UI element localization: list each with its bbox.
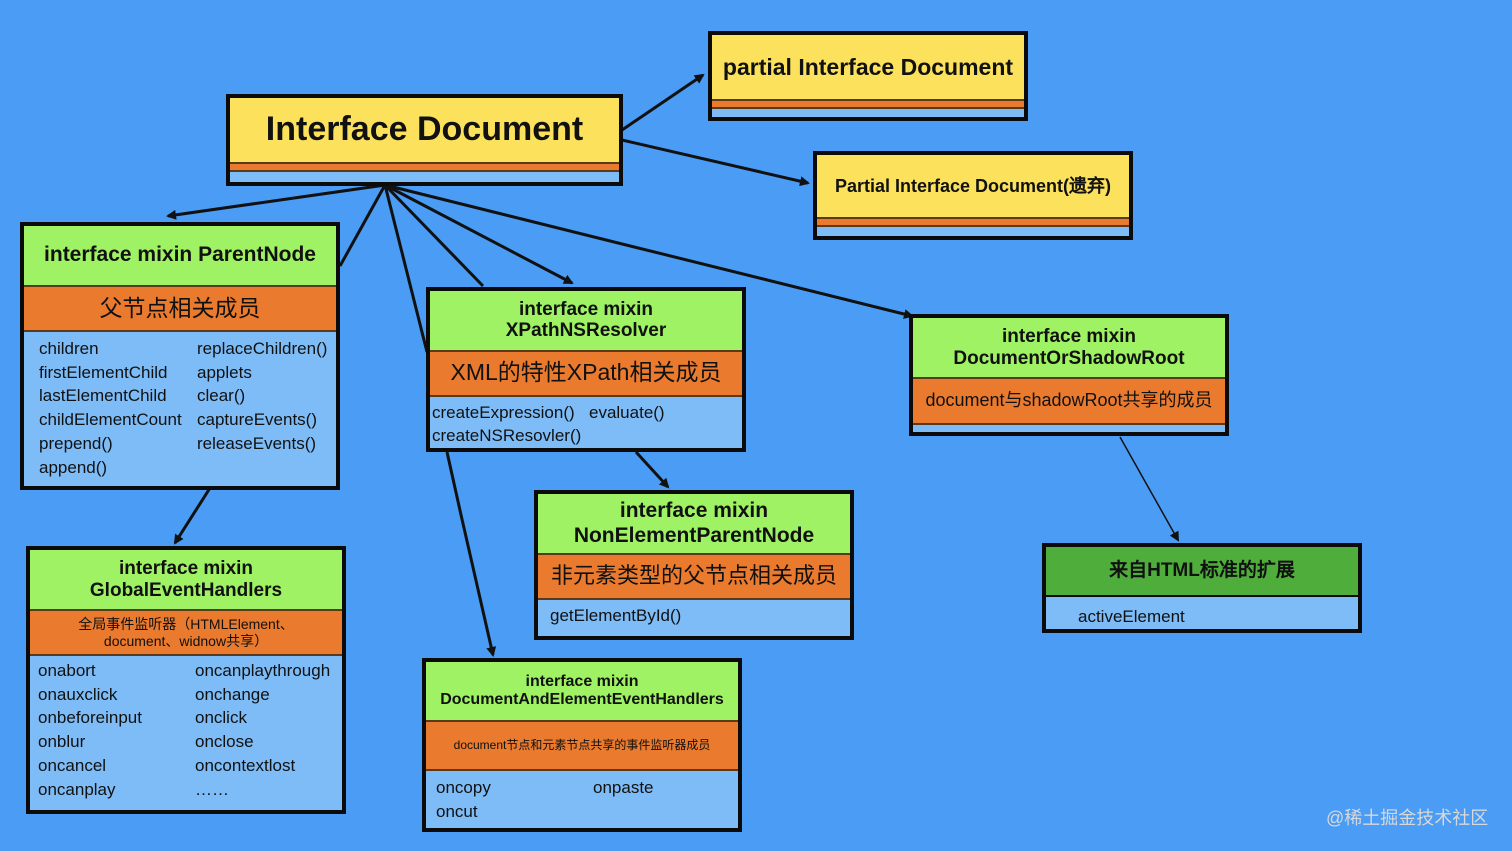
- xpath-resolver-title-line2: XPathNSResolver: [505, 320, 667, 342]
- interface-document-stripe: [230, 162, 619, 172]
- xpath-resolver-title-line1: interface mixin: [518, 298, 654, 320]
- member-item: applets: [197, 362, 252, 382]
- document-or-shadow-root-title: interface mixin DocumentOrShadowRoot: [913, 318, 1225, 377]
- non-element-parent-node-title-line1: interface mixin: [619, 499, 769, 523]
- member-item: oncut: [436, 801, 478, 821]
- document-and-element-event-handlers-members: oncopy onpaste oncut: [426, 771, 738, 823]
- member-item: activeElement: [1078, 607, 1185, 626]
- member-item: oncontextlost: [195, 755, 296, 775]
- member-item: ……: [195, 779, 229, 799]
- member-item: oncanplay: [38, 779, 116, 799]
- member-item: onpaste: [593, 778, 654, 797]
- xpath-resolver-title: interface mixin XPathNSResolver: [430, 291, 742, 350]
- member-item: onclick: [195, 708, 247, 728]
- member-item: getElementById(): [550, 606, 682, 625]
- member-item: evaluate(): [589, 402, 665, 422]
- html-extension-box: 来自HTML标准的扩展 activeElement: [1042, 543, 1362, 633]
- member-item: oncanplaythrough: [195, 661, 331, 680]
- member-item: oncancel: [38, 755, 107, 775]
- document-and-element-event-handlers-box: interface mixin DocumentAndElementEventH…: [422, 658, 742, 832]
- global-event-handlers-title-line2: GlobalEventHandlers: [89, 579, 283, 601]
- partial-document-title: partial Interface Document: [712, 35, 1024, 99]
- parent-node-title: interface mixin ParentNode: [24, 226, 336, 285]
- document-or-shadow-root-title-line2: DocumentOrShadowRoot: [953, 347, 1185, 369]
- member-item: prepend(): [39, 433, 113, 453]
- member-item: lastElementChild: [39, 386, 167, 406]
- parent-node-subtitle: 父节点相关成员: [24, 285, 336, 332]
- global-event-handlers-subtitle-line2: document、widnow共享）: [103, 632, 269, 649]
- non-element-parent-node-title: interface mixin NonElementParentNode: [538, 494, 850, 553]
- arrow-to-global-events: [173, 487, 212, 545]
- partial-document-deprecated-stripe: [817, 217, 1129, 227]
- arrow-to-doc-or-shadow: [384, 183, 914, 319]
- member-item: createExpression(): [432, 402, 575, 422]
- html-extension-title: 来自HTML标准的扩展: [1046, 547, 1358, 595]
- html-extension-members: activeElement: [1046, 595, 1358, 629]
- arrow-to-html-ext: [1119, 436, 1179, 542]
- global-event-handlers-title-line1: interface mixin: [118, 557, 254, 579]
- member-item: children: [39, 339, 99, 358]
- member-item: append(): [39, 457, 108, 477]
- non-element-parent-node-subtitle: 非元素类型的父节点相关成员: [538, 553, 850, 600]
- document-and-element-event-handlers-title-line1: interface mixin: [525, 672, 639, 690]
- member-item: oncopy: [436, 778, 491, 797]
- non-element-parent-node-members: getElementById(): [538, 600, 850, 628]
- arrow-to-partial-document-deprecated: [621, 138, 810, 187]
- global-event-handlers-members: onabort oncanplaythrough onauxclick onch…: [30, 656, 342, 801]
- xpath-resolver-subtitle: XML的特性XPath相关成员: [430, 349, 742, 397]
- member-item: onauxclick: [38, 684, 118, 704]
- line-parent-node-side: [338, 184, 387, 267]
- interface-document-box: Interface Document: [226, 94, 623, 186]
- global-event-handlers-title: interface mixin GlobalEventHandlers: [30, 550, 342, 609]
- member-item: captureEvents(): [197, 410, 317, 430]
- member-item: clear(): [197, 386, 246, 406]
- member-item: onabort: [38, 661, 96, 680]
- arrow-to-doc-elem-events: [445, 451, 497, 657]
- interface-document-title: Interface Document: [230, 98, 619, 162]
- watermark: @稀土掘金技术社区: [1326, 808, 1489, 828]
- member-item: onchange: [195, 684, 270, 704]
- document-and-element-event-handlers-title-line2: DocumentAndElementEventHandlers: [440, 691, 724, 708]
- document-and-element-event-handlers-subtitle: document节点和元素节点共享的事件监听器成员: [426, 720, 738, 771]
- partial-document-deprecated-title: Partial Interface Document(遗弃): [817, 155, 1129, 217]
- document-and-element-event-handlers-title: interface mixin DocumentAndElementEventH…: [426, 662, 738, 720]
- parent-node-box: interface mixin ParentNode 父节点相关成员 child…: [20, 222, 340, 490]
- arrow-to-non-element: [634, 450, 670, 489]
- global-event-handlers-subtitle: 全局事件监听器（HTMLElement、 document、widnow共享）: [30, 609, 342, 656]
- non-element-parent-node-box: interface mixin NonElementParentNode 非元素…: [534, 490, 854, 640]
- member-item: releaseEvents(): [197, 433, 317, 453]
- member-item: createNSResovler(): [432, 426, 582, 446]
- member-item: onblur: [38, 732, 86, 752]
- line-to-xpath-left: [383, 183, 485, 288]
- member-item: firstElementChild: [39, 362, 168, 382]
- arrow-to-partial-document: [621, 73, 705, 132]
- non-element-parent-node-title-line2: NonElementParentNode: [573, 523, 815, 547]
- global-event-handlers-subtitle-line1: 全局事件监听器（HTMLElement、: [78, 615, 294, 632]
- document-or-shadow-root-box: interface mixin DocumentOrShadowRoot doc…: [909, 314, 1229, 436]
- partial-document-box: partial Interface Document: [708, 31, 1028, 121]
- xpath-resolver-members: createExpression() evaluate() createNSRe…: [430, 397, 742, 448]
- partial-document-stripe: [712, 99, 1024, 109]
- global-event-handlers-box: interface mixin GlobalEventHandlers 全局事件…: [26, 546, 346, 814]
- member-item: childElementCount: [39, 410, 182, 430]
- member-item: onclose: [195, 732, 254, 752]
- parent-node-members: children replaceChildren() firstElementC…: [24, 332, 336, 479]
- xpath-resolver-box: interface mixin XPathNSResolver XML的特性XP…: [426, 287, 746, 452]
- member-item: onbeforeinput: [38, 708, 142, 728]
- document-or-shadow-root-title-line1: interface mixin: [1001, 325, 1137, 347]
- member-item: replaceChildren(): [197, 339, 328, 358]
- partial-document-deprecated-box: Partial Interface Document(遗弃): [813, 151, 1133, 240]
- document-or-shadow-root-subtitle: document与shadowRoot共享的成员: [913, 377, 1225, 425]
- line-to-xpath-side: [383, 184, 429, 353]
- arrow-to-parent-node: [166, 183, 386, 220]
- arrow-to-xpath: [384, 183, 574, 285]
